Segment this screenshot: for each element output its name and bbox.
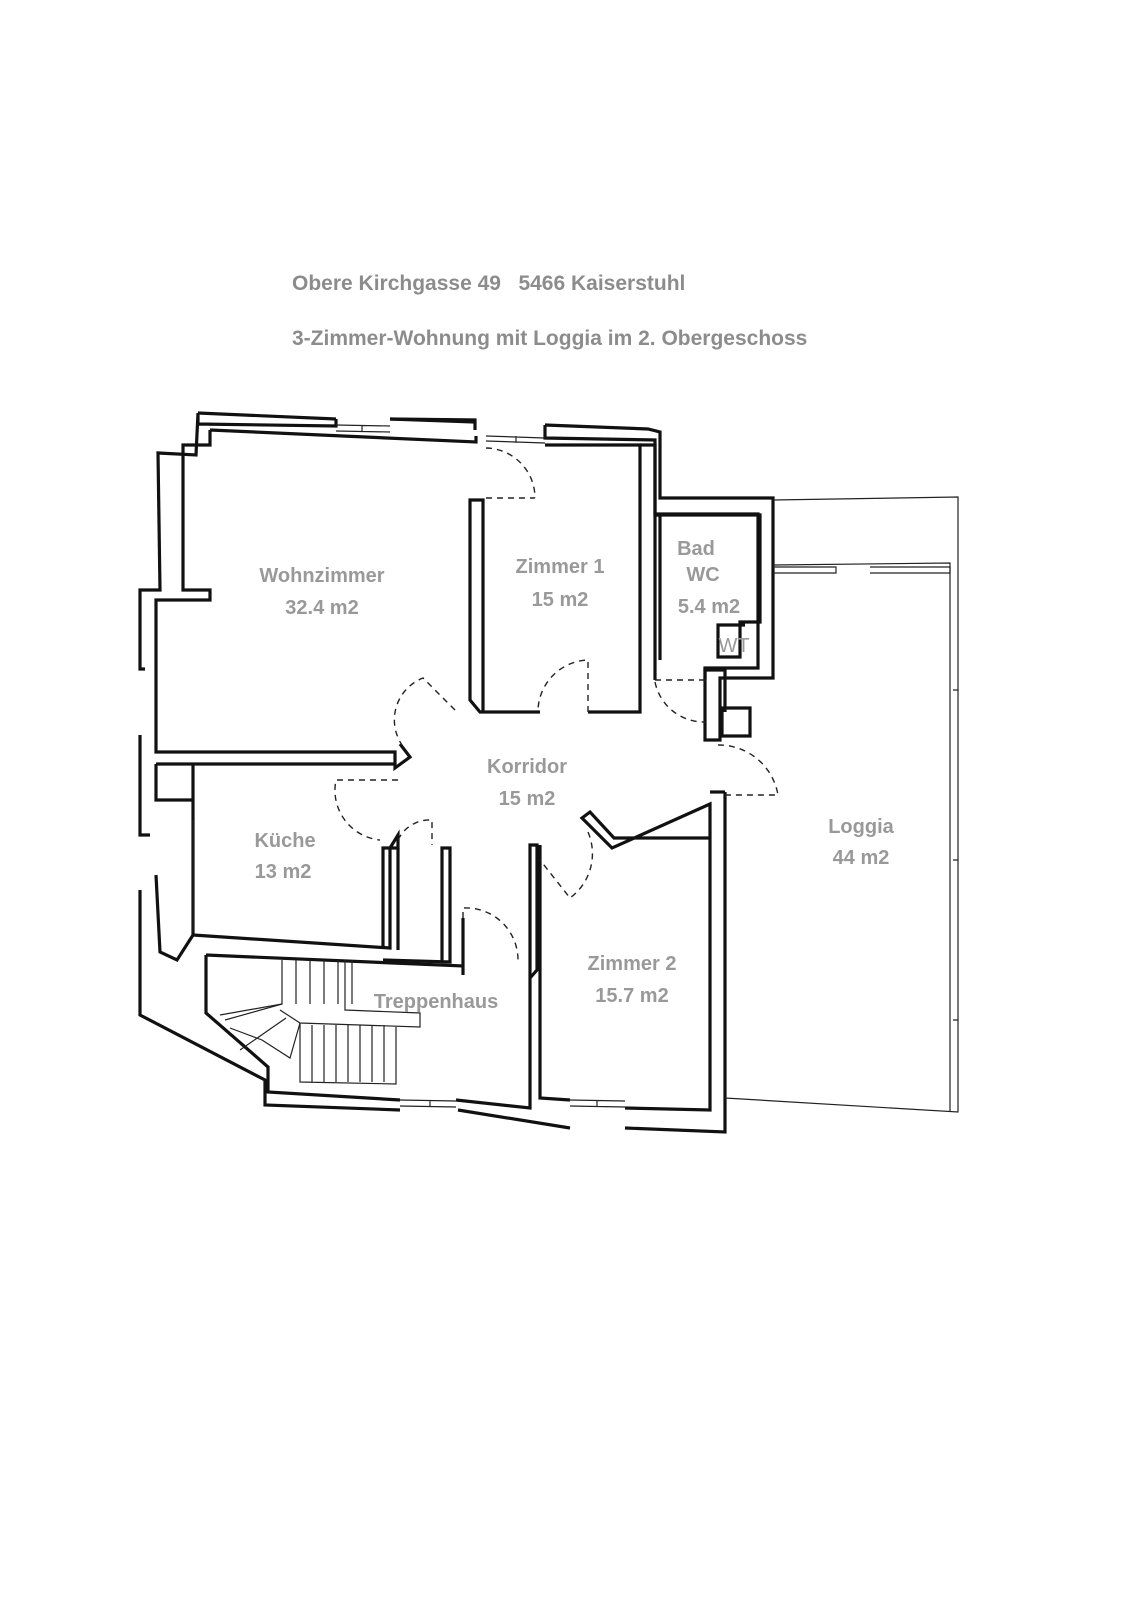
window-top-1 xyxy=(335,424,391,433)
wall-stairhall xyxy=(204,843,539,1110)
label-loggia: Loggia xyxy=(828,816,894,838)
window-top-2 xyxy=(485,435,546,444)
label-bad: Bad xyxy=(677,538,715,560)
wall-shaft xyxy=(382,846,452,964)
apartment-subtitle: 3-Zimmer-Wohnung mit Loggia im 2. Oberge… xyxy=(292,327,808,350)
door-bad xyxy=(654,679,706,723)
door-stairhall xyxy=(462,907,519,961)
door-kueche xyxy=(334,779,398,841)
exterior-wall xyxy=(138,412,727,1134)
area-kueche: 13 m2 xyxy=(255,861,312,883)
label-zimmer1: Zimmer 1 xyxy=(516,556,605,578)
area-wohnzimmer: 32.4 m2 xyxy=(285,597,358,619)
door-shaft xyxy=(397,819,433,845)
wall-bad xyxy=(655,513,762,659)
door-zimmer1 xyxy=(537,659,589,712)
label-wt: WT xyxy=(718,635,749,657)
wall-kitchen xyxy=(192,829,400,950)
loggia-rail xyxy=(773,566,951,574)
wall-zimmer2 xyxy=(538,801,712,1112)
wall-zimmer1-right xyxy=(640,443,657,680)
loggia-posts xyxy=(953,689,958,1021)
area-bad: 5.4 m2 xyxy=(678,596,740,618)
area-zimmer1: 15 m2 xyxy=(532,589,589,611)
label-wohnzimmer: Wohnzimmer xyxy=(259,565,384,587)
loggia-outline xyxy=(724,496,959,1113)
label-zimmer2: Zimmer 2 xyxy=(588,953,677,975)
door-wohnzimmer xyxy=(393,677,456,746)
wall-zimmer1 xyxy=(468,443,642,714)
door-zimmer2 xyxy=(539,831,594,899)
address-heading: Obere Kirchgasse 49 5466 Kaiserstuhl xyxy=(292,272,686,295)
outer-wall-top xyxy=(197,411,775,742)
label-kueche: Küche xyxy=(254,830,315,852)
door-zimmer1-top xyxy=(485,447,536,499)
label-treppenhaus: Treppenhaus xyxy=(374,991,498,1013)
label-korridor: Korridor xyxy=(487,756,567,778)
label-wc: WC xyxy=(686,564,719,586)
window-bottom-1 xyxy=(399,1099,457,1108)
area-zimmer2: 15.7 m2 xyxy=(595,985,668,1007)
wt-box xyxy=(720,706,752,738)
door-loggia xyxy=(717,744,779,796)
area-loggia: 44 m2 xyxy=(833,847,890,869)
wall-stairhall-top xyxy=(205,918,465,975)
window-bottom-2 xyxy=(569,1099,626,1108)
staircase xyxy=(219,960,421,1085)
area-korridor: 15 m2 xyxy=(499,788,556,810)
wall-wohnzimmer xyxy=(154,428,478,772)
